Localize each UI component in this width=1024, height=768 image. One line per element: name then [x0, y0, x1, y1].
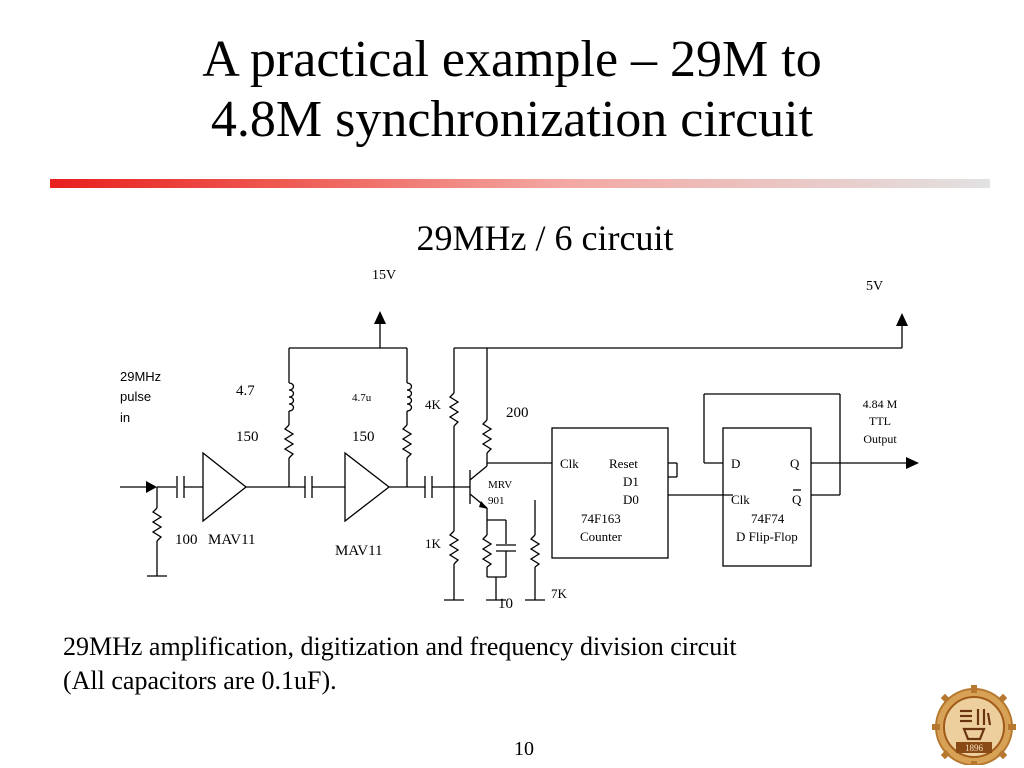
counter-pin-d1: D1: [623, 474, 639, 489]
slide-title-line-2: 4.8M synchronization circuit: [210, 91, 814, 148]
inductor-1: [288, 382, 295, 412]
input-label-line: 29MHz: [120, 369, 161, 384]
emitter-resistor: [481, 534, 493, 568]
inductor-2: [406, 382, 413, 412]
input-label-line: pulse: [120, 389, 151, 404]
amplifier-1: [202, 451, 248, 523]
counter-pin-clk: Clk: [560, 456, 579, 471]
slide-title-line-1: A practical example – 29M to: [202, 31, 822, 88]
pull-resistor-label: 7K: [551, 586, 568, 601]
seal-year: 1896: [965, 743, 984, 753]
title-underline: [50, 179, 990, 188]
flipflop-pin-qbar: Q: [792, 492, 802, 507]
amp2-resistor-label: 150: [352, 429, 375, 445]
amp2-inductor-label: 4.7u: [352, 392, 372, 404]
amp1-resistor-label: 150: [236, 429, 259, 445]
university-seal-logo: 1896: [932, 685, 1016, 765]
counter-pin-reset: Reset: [609, 456, 638, 471]
output-label-line: TTL: [869, 414, 891, 428]
collector-resistor-label: 200: [506, 405, 529, 421]
diagram-caption: 29MHz amplification, digitization and fr…: [63, 630, 963, 698]
slide-title: A practical example – 29M to 4.8M synchr…: [0, 30, 1024, 150]
input-resistor-label: 100: [175, 532, 198, 548]
flipflop-pin-q: Q: [790, 456, 800, 471]
output-label-line: 4.84 M: [863, 397, 898, 411]
bias-resistor-top-label: 4K: [425, 397, 442, 412]
seal-year-banner: [956, 742, 992, 753]
counter-pin-d0: D0: [623, 492, 639, 507]
transistor-label: MRV: [488, 479, 512, 491]
input-label: 29MHz pulse in: [120, 369, 161, 425]
seal-emblem: [960, 709, 992, 741]
counter-part-label: 74F163: [581, 511, 621, 526]
output-label-line: Output: [863, 432, 897, 446]
amp1-inductor-label: 4.7: [236, 383, 255, 399]
flipflop-pin-d: D: [731, 456, 740, 471]
bias-resistor-top: [448, 392, 460, 427]
seal-gear-teeth: [932, 685, 1016, 765]
emitter-resistor-label: 10: [498, 596, 513, 612]
amp1-resistor: [283, 424, 295, 459]
transistor-label: 901: [488, 495, 505, 507]
caption-line-2: (All capacitors are 0.1uF).: [63, 666, 337, 695]
flipflop-chip: [722, 427, 812, 567]
counter-name-label: Counter: [580, 529, 623, 544]
pull-resistor: [529, 534, 541, 568]
amp2-resistor: [401, 424, 413, 459]
supply-15v-label: 15V: [372, 268, 396, 283]
amplifier-2: [344, 451, 391, 523]
supply-5v-arrow: [896, 313, 908, 326]
bias-resistor-bottom: [448, 530, 460, 565]
collector-resistor: [481, 419, 493, 454]
input-arrow: [146, 481, 157, 493]
flipflop-pin-clk: Clk: [731, 492, 750, 507]
input-resistor: [151, 507, 163, 542]
transistor-emitter-arrow: [479, 501, 488, 509]
supply-5v-label: 5V: [866, 279, 883, 294]
input-label-line: in: [120, 410, 130, 425]
output-arrow: [906, 457, 919, 469]
diagram-title: 29MHz / 6 circuit: [416, 218, 674, 258]
amplifier-2-label: MAV11: [335, 543, 383, 559]
bias-resistor-bottom-label: 1K: [425, 536, 442, 551]
flipflop-part-label: 74F74: [751, 511, 785, 526]
page-number: 10: [514, 738, 534, 760]
flipflop-name-label: D Flip-Flop: [736, 529, 798, 544]
counter-chip: [551, 427, 669, 559]
caption-line-1: 29MHz amplification, digitization and fr…: [63, 632, 737, 661]
amplifier-1-label: MAV11: [208, 532, 256, 548]
transistor-collector: [469, 465, 488, 481]
supply-15v-arrow: [374, 311, 386, 324]
